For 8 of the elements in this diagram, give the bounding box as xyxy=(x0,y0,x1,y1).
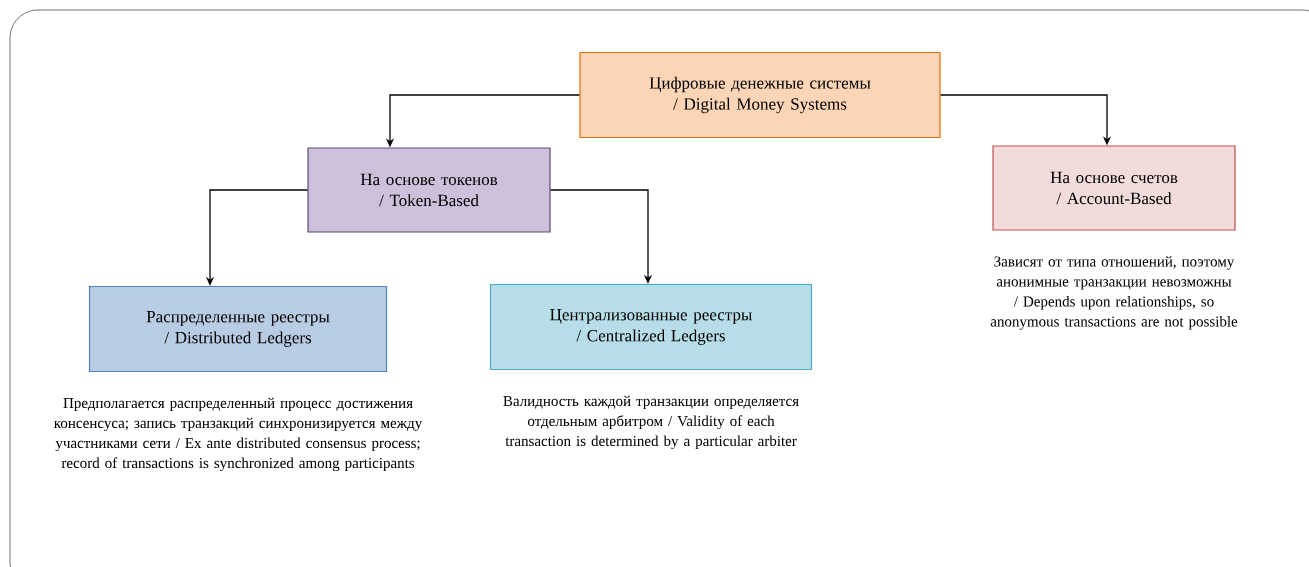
category-box: На основе токенов / Token-Based xyxy=(307,147,551,233)
category-box: На основе счетов / Account-Based xyxy=(992,145,1236,231)
description-text: Валидность каждой транзакции определяется отдельным арбитром / Validity of each transaction is determined by a particular arbiter xyxy=(503,395,799,450)
description-text: Зависят от типа отношений, поэтому анонимные транзакции невозможны / Depends upon relationships, so anonymous transactions are not possible xyxy=(990,256,1238,330)
category-box: Централизованные реестры / Centralized Ledgers xyxy=(489,283,813,371)
category-box: Распределенные реестры / Distributed Ledgers xyxy=(88,285,388,373)
category-box: Цифровые денежные системы / Digital Money Systems xyxy=(579,51,941,139)
description-text: Предполагается распределенный процесс достижения консенсуса; запись транзакций синхронизируется между участниками сети / Ex ante distributed consensus process; record of transactions is synchronized among participants xyxy=(54,397,423,472)
